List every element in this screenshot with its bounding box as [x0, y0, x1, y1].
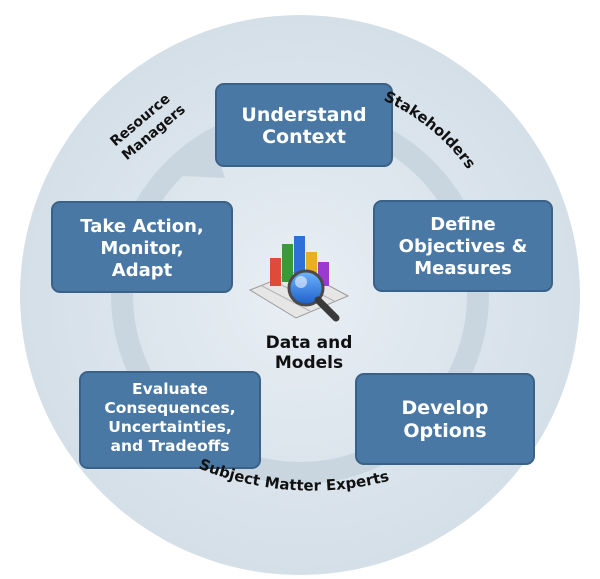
center-label-line-1: Data and [266, 333, 353, 353]
step-develop-options[interactable]: Develop Options [355, 373, 535, 465]
step-label-line-3: Uncertainties, [108, 418, 232, 436]
step-understand-context[interactable]: Understand Context [215, 83, 393, 167]
step-label-line-1: Take Action, [80, 216, 203, 237]
step-label-line-2: Monitor, [100, 238, 183, 259]
step-label-line-2: Consequences, [104, 399, 235, 417]
center-label: Data and Models [266, 333, 353, 373]
data-chart-magnifier-icon [248, 236, 350, 322]
step-take-action[interactable]: Take Action, Monitor, Adapt [51, 201, 233, 293]
step-label-line-4: and Tradeoffs [111, 437, 230, 455]
center-label-line-2: Models [275, 353, 343, 373]
step-label-line-2: Options [403, 420, 486, 442]
step-evaluate-consequences[interactable]: Evaluate Consequences, Uncertainties, an… [79, 371, 261, 469]
step-label-line-1: Understand [241, 104, 366, 126]
step-label-line-1: Evaluate [132, 380, 208, 398]
step-label-line-2: Objectives & [399, 236, 528, 257]
cycle-arrow-head-icon [182, 142, 225, 178]
step-label-line-2: Context [262, 126, 346, 148]
step-label-line-3: Adapt [112, 260, 173, 281]
step-label-line-1: Define [430, 214, 496, 235]
step-label-line-3: Measures [414, 258, 512, 279]
step-define-objectives[interactable]: Define Objectives & Measures [373, 200, 553, 292]
step-label-line-1: Develop [401, 397, 488, 419]
